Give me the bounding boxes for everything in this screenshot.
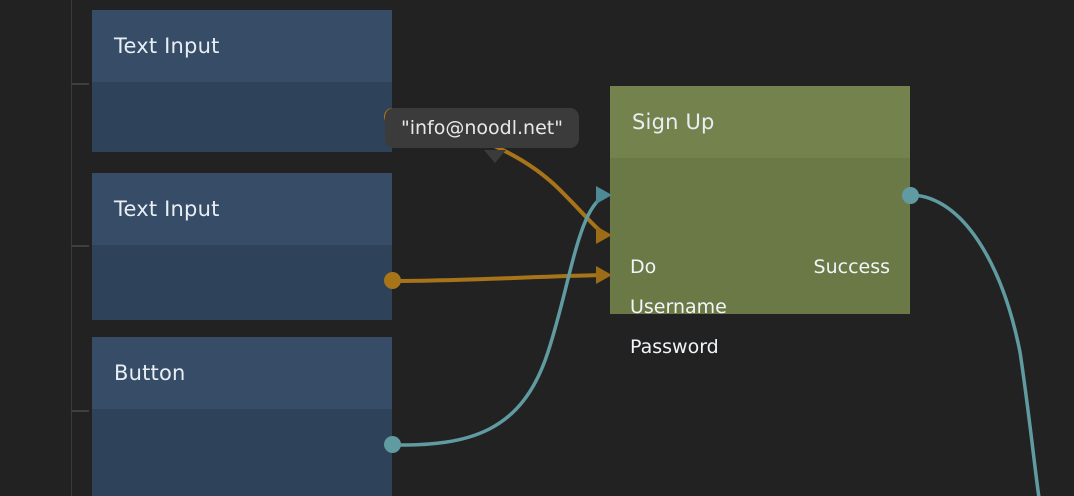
- port-row-input-do[interactable]: Do: [630, 255, 656, 279]
- node-header[interactable]: Text Input: [92, 173, 392, 245]
- node-title: Text Input: [114, 197, 220, 221]
- port-connector-click-output[interactable]: [384, 436, 401, 453]
- port-label: Do: [630, 256, 657, 278]
- value-tooltip-text: "info@noodl.net": [401, 117, 563, 139]
- hierarchy-rail-line: [71, 0, 72, 496]
- node-button-1[interactable]: Button Click: [92, 337, 401, 496]
- node-header[interactable]: Text Input: [92, 10, 392, 82]
- node-body: Text: [92, 245, 392, 364]
- node-header[interactable]: Button: [92, 337, 392, 409]
- node-body: Text: [92, 82, 392, 200]
- port-row-input-username[interactable]: Username: [630, 295, 727, 319]
- hierarchy-rail-tick: [71, 245, 89, 247]
- node-title: Button: [114, 361, 186, 385]
- hierarchy-rail-tick: [71, 410, 89, 412]
- node-text-input-2[interactable]: Text Input Text: [92, 173, 401, 364]
- value-tooltip: "info@noodl.net": [385, 108, 579, 148]
- value-tooltip-tail: [484, 150, 506, 163]
- port-label: Password: [630, 336, 719, 358]
- port-connector-password-input[interactable]: [596, 266, 612, 284]
- port-row-output-success[interactable]: Success: [814, 255, 890, 279]
- hierarchy-rail-tick: [71, 83, 89, 85]
- node-title: Text Input: [114, 34, 220, 58]
- port-row-input-password[interactable]: Password: [630, 335, 719, 359]
- node-body: Click: [92, 409, 392, 496]
- node-title: Sign Up: [632, 110, 715, 134]
- node-sign-up-1[interactable]: Sign Up Do Username Password Success: [596, 86, 919, 358]
- port-connector-text-output[interactable]: [384, 272, 401, 289]
- wire-button-do: [391, 193, 608, 447]
- node-body: Do Username Password Success: [610, 158, 910, 358]
- port-connector-do-input[interactable]: [596, 186, 612, 204]
- port-label: Username: [630, 296, 727, 318]
- port-connector-success-output[interactable]: [902, 187, 919, 204]
- port-label: Success: [813, 256, 890, 278]
- port-connector-username-input[interactable]: [596, 226, 612, 244]
- wire-text2-password: [391, 273, 608, 283]
- node-text-input-1[interactable]: Text Input Text: [92, 10, 401, 200]
- wire-success-output: [910, 193, 1041, 496]
- node-header[interactable]: Sign Up: [610, 86, 910, 158]
